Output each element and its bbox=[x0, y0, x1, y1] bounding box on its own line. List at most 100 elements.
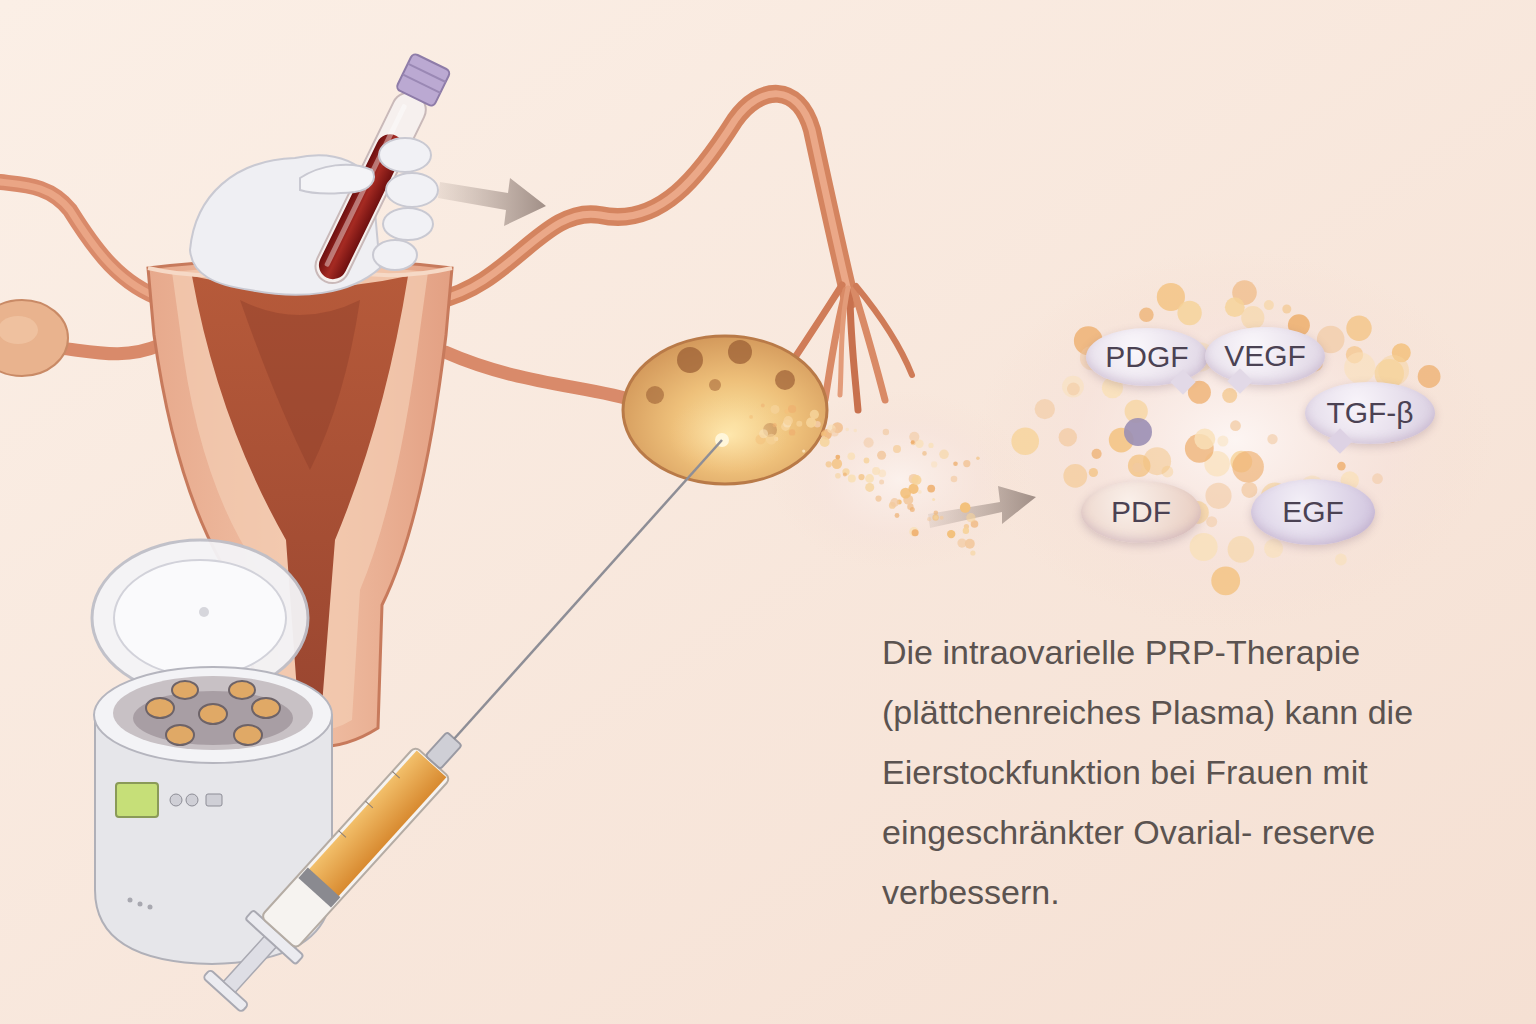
particle bbox=[912, 529, 919, 536]
centrifuge bbox=[114, 560, 286, 676]
particle bbox=[940, 516, 944, 520]
particle bbox=[878, 469, 886, 477]
particle bbox=[1205, 483, 1231, 509]
particle bbox=[1418, 365, 1441, 388]
right-ovary bbox=[775, 370, 795, 390]
arrow-right bbox=[438, 178, 546, 226]
factor-label: PDGF bbox=[1105, 340, 1188, 374]
particle bbox=[1225, 297, 1245, 317]
left-adnexa bbox=[0, 182, 165, 300]
syringe bbox=[223, 936, 276, 993]
centrifuge bbox=[116, 783, 158, 817]
particle bbox=[1190, 533, 1218, 561]
particle bbox=[1344, 352, 1375, 383]
particle bbox=[854, 429, 857, 432]
particle bbox=[802, 450, 805, 453]
particle bbox=[848, 453, 856, 461]
syringe bbox=[298, 868, 340, 908]
blood-tube bbox=[403, 74, 441, 92]
particle bbox=[1063, 464, 1087, 488]
particle bbox=[796, 421, 802, 427]
particle bbox=[951, 476, 958, 483]
particle bbox=[909, 432, 919, 442]
right-ovary bbox=[709, 379, 721, 391]
particle bbox=[749, 415, 753, 419]
particle bbox=[1206, 516, 1217, 527]
caption-text: Die intraovarielle PRP-Therapie (plättch… bbox=[882, 633, 1413, 911]
particle bbox=[947, 530, 955, 538]
left-adnexa bbox=[60, 345, 160, 354]
particle bbox=[963, 528, 969, 534]
centrifuge bbox=[113, 676, 313, 750]
particle bbox=[875, 496, 881, 502]
right-fallopian-tube bbox=[445, 352, 640, 402]
right-fallopian-tube bbox=[438, 94, 850, 300]
particle bbox=[820, 437, 830, 447]
left-adnexa bbox=[0, 182, 165, 300]
right-fallopian-tube bbox=[856, 286, 912, 375]
particle bbox=[842, 468, 849, 475]
particle bbox=[895, 513, 900, 518]
particle bbox=[963, 460, 970, 467]
particle bbox=[918, 490, 922, 494]
particle bbox=[773, 423, 777, 427]
particle bbox=[784, 416, 793, 425]
particle bbox=[1264, 300, 1274, 310]
particle bbox=[1132, 463, 1142, 473]
left-adnexa bbox=[0, 316, 38, 344]
centrifuge bbox=[133, 691, 293, 745]
particle bbox=[1222, 388, 1237, 403]
particle bbox=[1062, 376, 1084, 398]
particle bbox=[927, 485, 935, 493]
particle bbox=[1346, 316, 1371, 341]
right-fallopian-tube bbox=[840, 288, 848, 395]
particle bbox=[835, 473, 841, 479]
arrow-right bbox=[438, 178, 546, 226]
arrow-right bbox=[928, 486, 1036, 528]
glove-fingers bbox=[373, 240, 417, 270]
particle bbox=[1228, 536, 1255, 563]
glove-fingers bbox=[300, 138, 438, 270]
right-ovary bbox=[668, 395, 788, 475]
particle bbox=[932, 498, 935, 501]
particle bbox=[960, 502, 971, 513]
particle bbox=[1241, 306, 1264, 329]
centrifuge bbox=[206, 794, 222, 806]
particle bbox=[1124, 418, 1152, 446]
right-ovary bbox=[677, 347, 703, 373]
particle bbox=[806, 418, 816, 428]
particle bbox=[911, 440, 915, 444]
particle bbox=[909, 527, 918, 536]
particle bbox=[1230, 420, 1241, 431]
particle bbox=[843, 472, 847, 476]
particle bbox=[1177, 301, 1201, 325]
growth-factor-bubble: PDF bbox=[1081, 481, 1201, 543]
particle bbox=[931, 461, 937, 467]
particle bbox=[1282, 305, 1291, 314]
growth-factor-bubble: EGF bbox=[1251, 479, 1375, 545]
particle bbox=[761, 404, 765, 408]
glove-fingers bbox=[386, 173, 438, 207]
centrifuge bbox=[146, 698, 174, 718]
syringe bbox=[197, 716, 480, 1018]
particle bbox=[1211, 566, 1240, 595]
centrifuge bbox=[172, 681, 198, 699]
syringe bbox=[308, 750, 446, 897]
centrifuge bbox=[199, 704, 227, 724]
syringe bbox=[339, 831, 346, 838]
right-ovary bbox=[646, 386, 664, 404]
centrifuge bbox=[148, 905, 153, 910]
growth-factor-bubble: VEGF bbox=[1205, 327, 1325, 385]
glove-fingers bbox=[379, 138, 431, 172]
particle bbox=[771, 405, 780, 414]
particle bbox=[1335, 554, 1347, 566]
syringe bbox=[365, 801, 372, 808]
centrifuge bbox=[138, 902, 143, 907]
glove-fingers bbox=[300, 165, 374, 194]
particle bbox=[911, 475, 921, 485]
particle bbox=[1232, 451, 1264, 483]
particle bbox=[1217, 436, 1228, 447]
factor-label: VEGF bbox=[1224, 339, 1306, 373]
centrifuge bbox=[229, 681, 255, 699]
factor-label: EGF bbox=[1282, 495, 1344, 529]
